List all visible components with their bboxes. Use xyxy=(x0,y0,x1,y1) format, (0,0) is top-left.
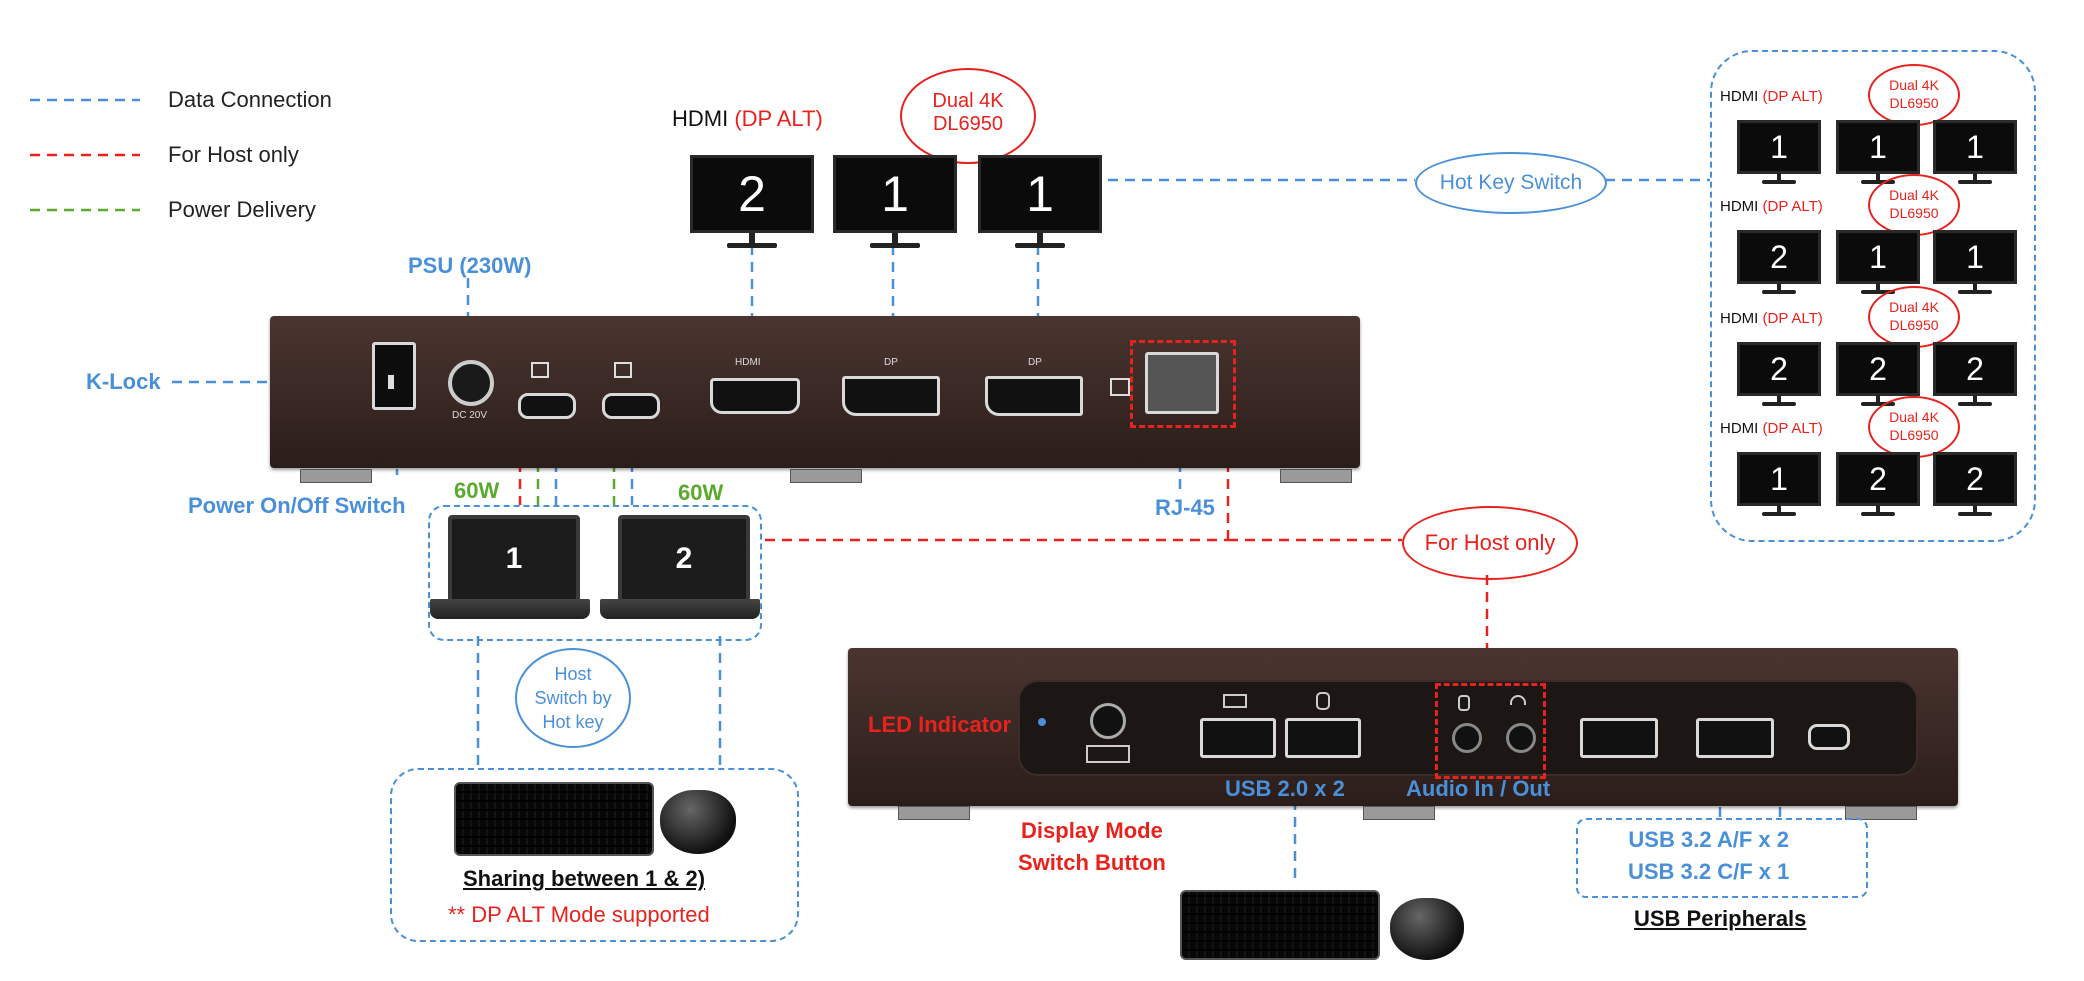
hotkey-switch-badge: Hot Key Switch xyxy=(1415,152,1607,214)
rj45-highlight xyxy=(1130,340,1236,428)
laptop-host-1: 1 xyxy=(430,515,590,625)
display-mode-button[interactable] xyxy=(1090,703,1126,739)
laptop-host-2: 2 xyxy=(600,515,760,625)
for-host-only-badge: For Host only xyxy=(1402,506,1578,580)
usbc-front-port[interactable] xyxy=(1808,724,1850,750)
dp-port-1[interactable] xyxy=(842,376,940,416)
rear-foot-1 xyxy=(300,469,372,483)
mic-jack[interactable] xyxy=(1452,723,1482,753)
headphone-icon xyxy=(1510,695,1526,705)
combo-2-monitor-1: 2 xyxy=(1737,230,1821,294)
usb2-port-mouse[interactable] xyxy=(1285,718,1361,758)
laptop2-base xyxy=(600,599,760,619)
combo-3-monitor-3: 2 xyxy=(1933,342,2017,406)
laptop1-base xyxy=(430,599,590,619)
psu-label: PSU (230W) xyxy=(408,253,532,278)
audio-highlight xyxy=(1435,683,1546,779)
combo-2-monitor-2: 1 xyxy=(1836,230,1920,294)
laptops-box xyxy=(428,505,762,641)
led-indicator xyxy=(1038,718,1046,726)
audio-label: Audio In / Out xyxy=(1406,776,1551,801)
usbc-port-host1[interactable] xyxy=(518,393,576,419)
rear-foot-2 xyxy=(790,469,862,483)
combo-3-monitor-2: 2 xyxy=(1836,342,1920,406)
combo-2-label: HDMI (DP ALT) xyxy=(1720,198,1823,215)
sharing-box xyxy=(390,768,799,942)
power-switch[interactable] xyxy=(372,342,416,410)
combo-1-monitor-1: 1 xyxy=(1737,120,1821,184)
mouse-port-icon xyxy=(1316,692,1330,710)
combo-4-monitor-3: 2 xyxy=(1933,452,2017,516)
usb32-port-2[interactable] xyxy=(1696,718,1774,758)
dp1-port-label: DP xyxy=(884,357,898,368)
network-icon xyxy=(1110,378,1130,396)
host-switch-badge: Host Switch by Hot key xyxy=(515,648,631,748)
display-combinations-box xyxy=(1710,50,2036,542)
combo-1-monitor-2: 1 xyxy=(1836,120,1920,184)
shared-keyboard xyxy=(454,782,654,856)
dc-label: DC 20V xyxy=(452,410,488,421)
headphone-jack[interactable] xyxy=(1506,723,1536,753)
laptop1-port-icon xyxy=(531,362,549,378)
combo-4-monitor-1: 1 xyxy=(1737,452,1821,516)
combo-1-monitor-3: 1 xyxy=(1933,120,2017,184)
hdmi-port-label: HDMI xyxy=(735,357,761,368)
top-monitor-dp2: 1 xyxy=(978,155,1102,248)
combo-4-monitor-2: 2 xyxy=(1836,452,1920,516)
led-indicator-label: LED Indicator xyxy=(868,712,1012,737)
power-switch-label: Power On/Off Switch xyxy=(188,493,406,518)
legend-power-label: Power Delivery xyxy=(168,197,316,222)
rear-foot-3 xyxy=(1280,469,1352,483)
usb32-label: USB 3.2 A/F x 2 USB 3.2 C/F x 1 xyxy=(1628,827,1790,884)
sharing-label: Sharing between 1 & 2) xyxy=(463,866,706,891)
laptop1-screen: 1 xyxy=(448,515,580,603)
front-foot-3 xyxy=(1845,806,1917,820)
usbc-port-host2[interactable] xyxy=(602,393,660,419)
legend-host-label: For Host only xyxy=(168,142,299,167)
usb2-label: USB 2.0 x 2 xyxy=(1225,776,1345,801)
front-mouse xyxy=(1390,898,1464,960)
rj45-port[interactable] xyxy=(1145,352,1219,414)
usb2-port-keyboard[interactable] xyxy=(1200,718,1276,758)
klock-label: K-Lock xyxy=(86,369,161,394)
combo-2-monitor-3: 1 xyxy=(1933,230,2017,294)
top-monitor-hdmi: 2 xyxy=(690,155,814,248)
host1-60w-label: 60W xyxy=(454,478,500,503)
mic-icon xyxy=(1458,695,1470,711)
combo-4-label: HDMI (DP ALT) xyxy=(1720,420,1823,437)
usb-peripherals-label: USB Peripherals xyxy=(1634,906,1807,931)
combo-3-label: HDMI (DP ALT) xyxy=(1720,310,1823,327)
display-mode-icon xyxy=(1086,745,1130,763)
front-keyboard xyxy=(1180,890,1380,960)
keyboard-port-icon xyxy=(1223,694,1247,708)
dc-power-jack xyxy=(448,360,494,406)
front-foot-2 xyxy=(1363,806,1435,820)
top-hdmi-label: HDMI (DP ALT) xyxy=(672,106,823,131)
host2-60w-label: 60W xyxy=(678,480,724,505)
power-switch-marker xyxy=(388,375,394,389)
dp-alt-note: ** DP ALT Mode supported xyxy=(448,902,710,927)
legend-data-label: Data Connection xyxy=(168,87,332,112)
top-dl6950-badge: Dual 4K DL6950 xyxy=(900,68,1036,164)
combo-1-label: HDMI (DP ALT) xyxy=(1720,88,1823,105)
hdmi-port[interactable] xyxy=(710,378,800,414)
laptop2-port-icon xyxy=(614,362,632,378)
display-mode-label: Display Mode Switch Button xyxy=(1018,818,1166,875)
laptop2-screen: 2 xyxy=(618,515,750,603)
usb32-box xyxy=(1576,818,1868,898)
combo-3-monitor-1: 2 xyxy=(1737,342,1821,406)
shared-mouse xyxy=(660,790,736,854)
top-monitor-dp1: 1 xyxy=(833,155,957,248)
dp-port-2[interactable] xyxy=(985,376,1083,416)
dp2-port-label: DP xyxy=(1028,357,1042,368)
rj45-label: RJ-45 xyxy=(1155,495,1215,520)
front-foot-1 xyxy=(898,806,970,820)
usb32-port-1[interactable] xyxy=(1580,718,1658,758)
